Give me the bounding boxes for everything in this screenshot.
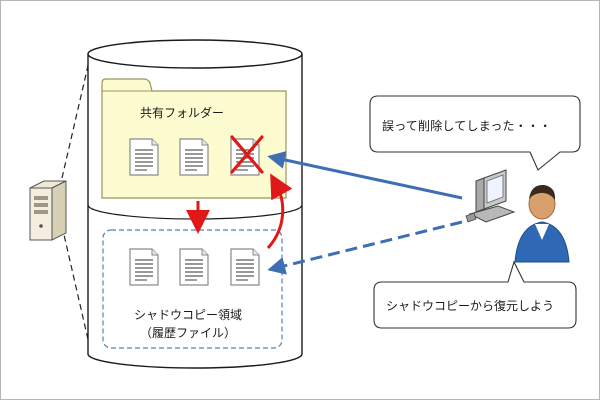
history-document-icon [230, 248, 260, 286]
history-document-icon [129, 248, 159, 286]
document-icon [129, 138, 159, 176]
connector-top-line [61, 56, 91, 179]
server-icon [29, 180, 67, 241]
shadow-copy-area-sublabel: （履歴ファイル） [139, 326, 236, 340]
connector-bottom-line [61, 225, 91, 349]
history-document-icon [179, 248, 209, 286]
shared-folder-label: 共有フォルダー [140, 106, 225, 120]
speech-bubble-top-text: 誤って削除してしまった・・・ [382, 119, 552, 133]
speech-bubble-top [369, 95, 581, 171]
restore-action-arrow [267, 220, 463, 275]
delete-mark-icon [230, 135, 264, 174]
user-icon [514, 184, 570, 263]
speech-bubble-bottom [373, 260, 577, 329]
delete-action-arrow [267, 151, 463, 200]
shadow-copy-area-label: シャドウコピー領域 [133, 308, 242, 322]
computer-icon [465, 169, 516, 223]
restore-curved-arrow [266, 173, 293, 250]
speech-bubble-bottom-text: シャドウコピーから復元しよう [386, 299, 555, 313]
document-icon [179, 138, 209, 176]
